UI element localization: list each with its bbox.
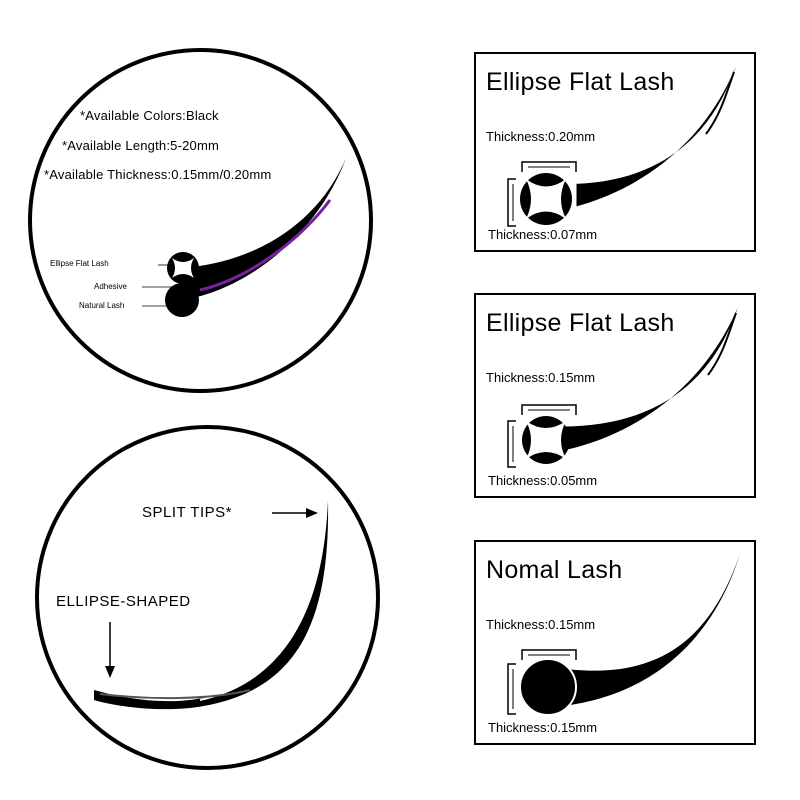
panel-title: Ellipse Flat Lash (486, 309, 675, 337)
thickness-bottom-label: Thickness:0.07mm (488, 227, 598, 242)
ellipse-lash-diagram (507, 66, 736, 227)
round-lash-diagram (507, 554, 740, 716)
thickness-top-label: Thickness:0.20mm (486, 129, 596, 144)
panel-title: Nomal Lash (486, 556, 623, 584)
lash-spec-circle (28, 48, 373, 393)
lash-shape-circle (35, 425, 380, 770)
spec-length: *Available Length:5-20mm (62, 138, 220, 153)
ellipse-lash-diagram (507, 307, 738, 468)
callout-split-tips: SPLIT TIPS* (142, 504, 232, 521)
thickness-top-label: Thickness:0.15mm (486, 617, 596, 632)
thickness-bottom-label: Thickness:0.05mm (488, 473, 598, 488)
panel-ellipse-flat-lash-015: Ellipse Flat Lash Thickness:0.15mm Thick… (474, 293, 756, 498)
panel-normal-lash: Nomal Lash Thickness:0.15mm Thickness:0.… (474, 540, 756, 745)
panel-ellipse-flat-lash-020: Ellipse Flat Lash Thickness:0.20mm Thick… (474, 52, 756, 252)
label-adhesive: Adhesive (94, 282, 127, 291)
label-ellipse-flat-lash: Ellipse Flat Lash (50, 259, 109, 268)
label-natural-lash: Natural Lash (79, 301, 125, 310)
panel-title: Ellipse Flat Lash (486, 68, 675, 96)
spec-thickness: *Available Thickness:0.15mm/0.20mm (44, 167, 272, 182)
thickness-top-label: Thickness:0.15mm (486, 370, 596, 385)
spec-colors: *Available Colors:Black (80, 108, 219, 123)
callout-ellipse-shaped: ELLIPSE-SHAPED (56, 593, 191, 610)
thickness-bottom-label: Thickness:0.15mm (488, 720, 598, 735)
